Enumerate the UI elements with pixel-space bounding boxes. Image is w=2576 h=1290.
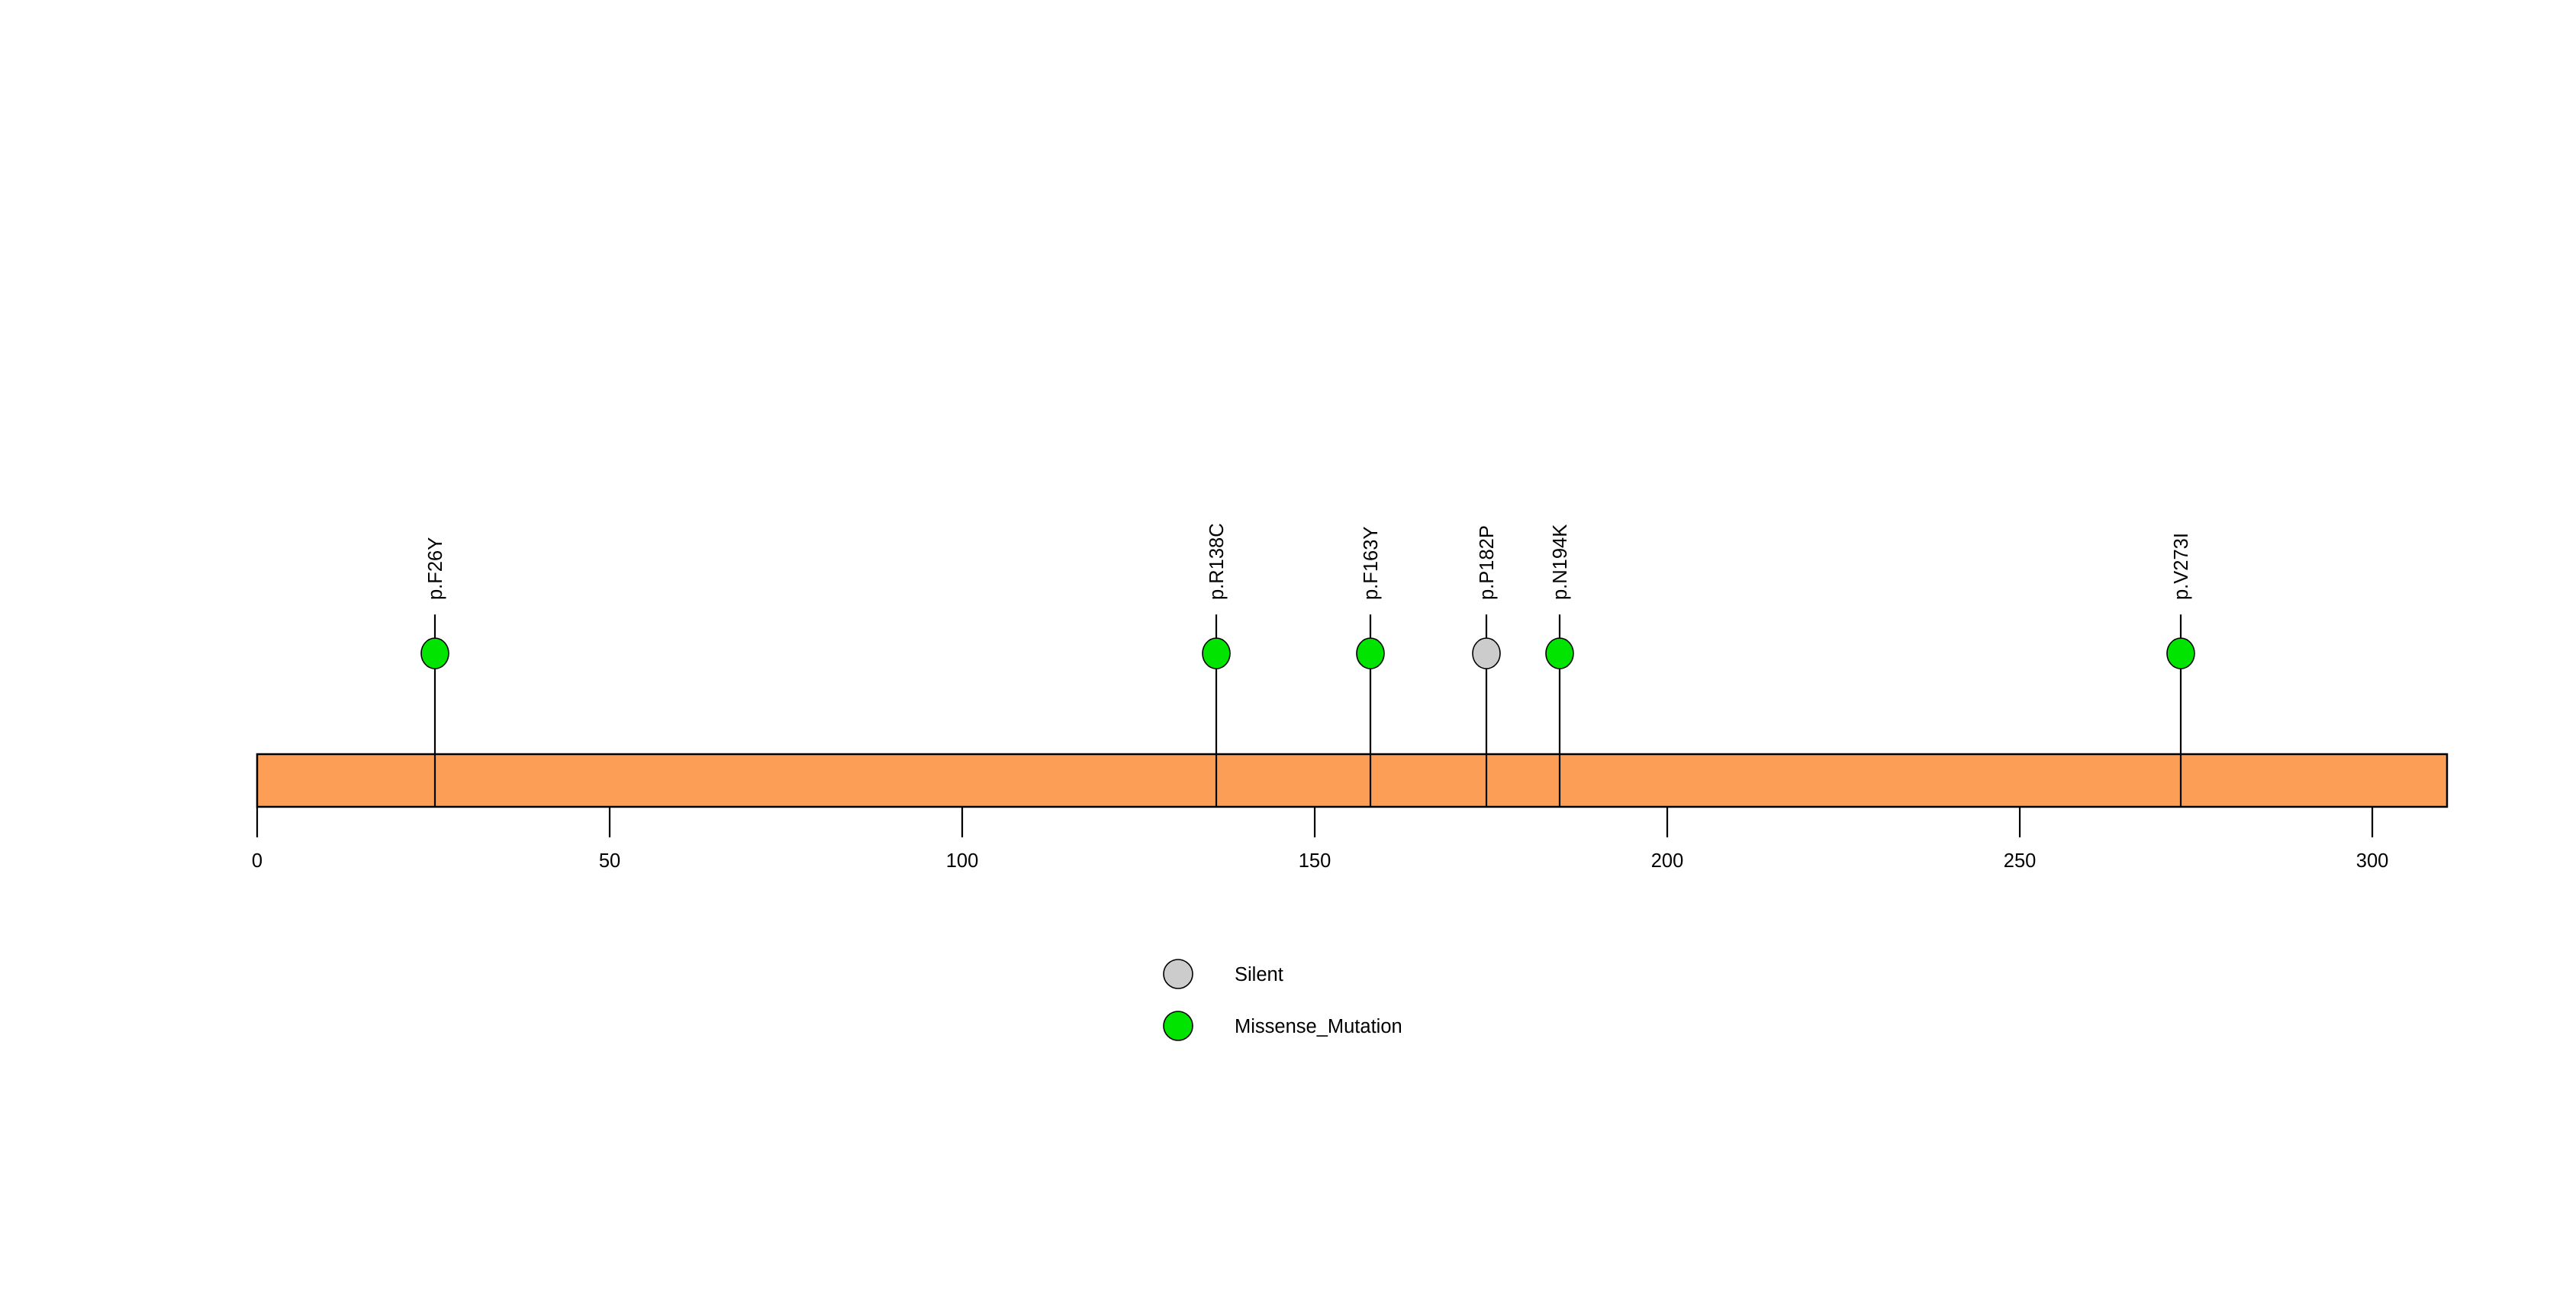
mutation-label: p.F163Y: [1360, 527, 1382, 600]
x-axis-tick-label: 0: [252, 850, 262, 872]
x-axis-tick-label: 100: [946, 850, 979, 872]
legend-swatch-missense_mutation[interactable]: [1163, 1011, 1193, 1041]
x-axis-tick-label: 150: [1299, 850, 1331, 872]
mutation-label: p.F26Y: [425, 537, 446, 600]
lollipop-head-missense_mutation[interactable]: [1202, 637, 1231, 669]
mutation-label: p.R138C: [1206, 523, 1228, 600]
lollipop-heads-group: [420, 637, 2195, 669]
mutation-label: p.N194K: [1550, 524, 1571, 600]
legend-swatch-silent[interactable]: [1163, 959, 1193, 989]
x-axis-tick-label: 300: [2356, 850, 2389, 872]
mutation-label: p.V273I: [2171, 533, 2192, 600]
mutation-labels-group: p.F26Y p.R138C p.F163Y p.P182P p.N194K p.V273…: [425, 523, 2192, 600]
x-axis-tick-label: 50: [599, 850, 620, 872]
lollipop-head-missense_mutation[interactable]: [2166, 637, 2195, 669]
lollipop-head-missense_mutation[interactable]: [1545, 637, 1574, 669]
lollipop-head-missense_mutation[interactable]: [1356, 637, 1385, 669]
lollipop-head-silent[interactable]: [1472, 637, 1501, 669]
x-axis-tick-label: 250: [2004, 850, 2037, 872]
mutation-label: p.P182P: [1476, 525, 1498, 600]
legend-label-silent: Silent: [1235, 964, 1283, 985]
protein-domain-track: [256, 753, 2449, 808]
x-axis-tick-label: 200: [1651, 850, 1684, 872]
lollipop-head-missense_mutation[interactable]: [420, 637, 449, 669]
legend-label-missense_mutation: Missense_Mutation: [1235, 1016, 1402, 1037]
x-axis-group: 0 50 100 150 200 250 300: [252, 807, 2388, 872]
